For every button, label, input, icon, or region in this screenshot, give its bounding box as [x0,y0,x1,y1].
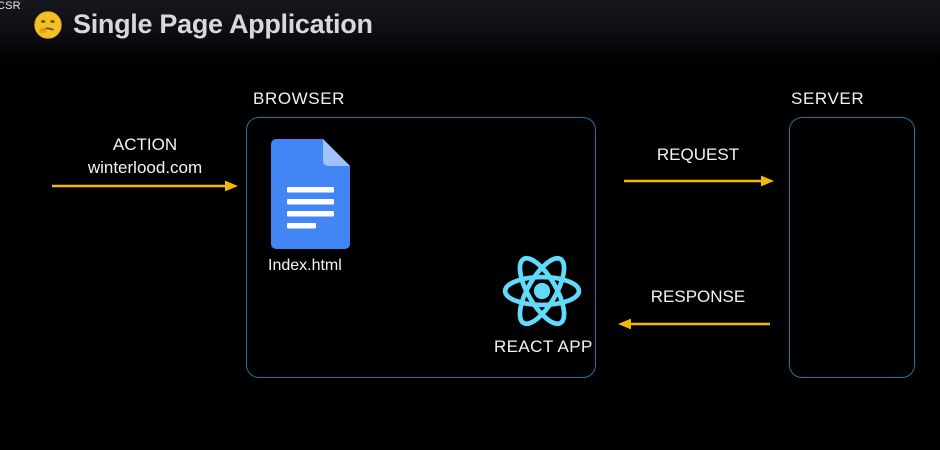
response-flow-label: RESPONSE [650,287,746,306]
action-arrow-right [52,180,238,192]
react-app-label: REACT APP [494,337,593,356]
browser-caption: BROWSER [253,89,346,108]
action-label-line1: ACTION [112,135,178,154]
header-gradient-band [0,0,940,62]
page-title: Single Page Application [33,9,373,40]
server-caption: SERVER [791,89,865,108]
response-arrow-left [618,318,770,330]
request-flow-label: REQUEST [656,145,740,164]
document-icon [271,139,350,249]
page-title-text: Single Page Application [73,9,373,39]
server-panel [789,117,915,378]
document-label: Index.html [268,257,342,274]
thinking-face-emoji [34,10,62,39]
action-flow-label: ACTION winterlood.com [55,133,235,179]
react-logo-icon [502,255,582,327]
browser-panel [246,117,596,378]
action-label-line2: winterlood.com [87,158,203,177]
corner-label: CSR [0,0,21,12]
request-arrow-right [624,175,774,187]
